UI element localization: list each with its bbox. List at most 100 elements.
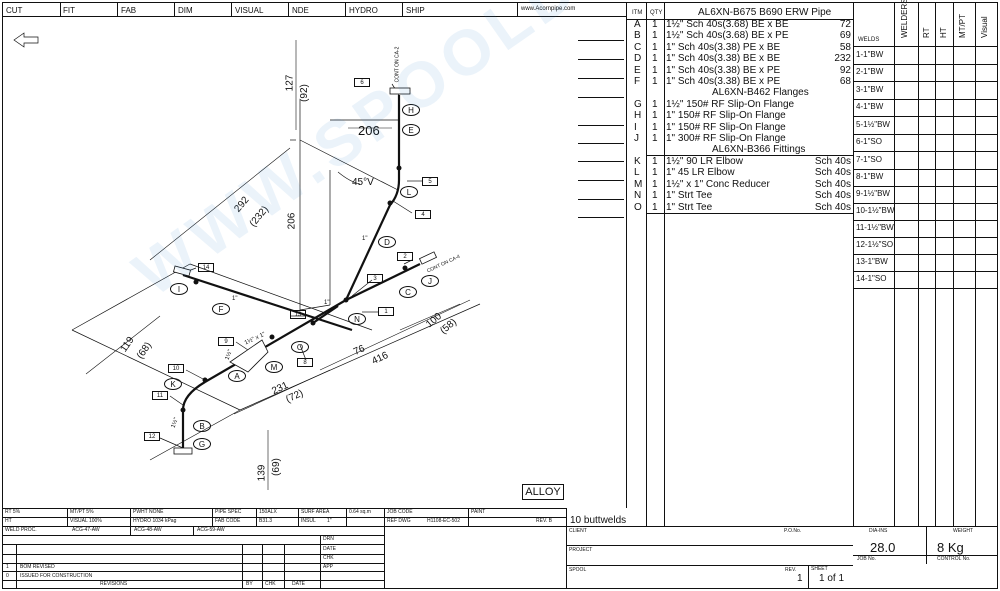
weld-box-14: 14 [198,263,214,272]
surf-area-value: 0.64 sq.m [349,509,371,515]
bom-col-qty: QTY [650,10,663,16]
fab-code-label: FAB CODE [215,518,241,524]
tab-strip-line [2,16,626,17]
hydro-field: HYDRO 1034 kPag [133,518,177,524]
item-circle-l: L [400,186,418,198]
sheet-label: SHEET [811,566,828,572]
weld-box-11: 11 [152,391,168,400]
weld-row: 12-1½"SO [856,240,894,249]
by-label: BY [246,581,253,587]
rev-no-1: 1 [6,564,9,570]
tab-fab[interactable]: FAB [121,6,137,15]
weld-box-5: 5 [422,177,438,186]
tab-visual[interactable]: VISUAL [235,6,264,15]
dim-127: 127 [284,74,296,92]
item-circle-h: H [402,104,420,116]
tab-fit[interactable]: FIT [63,6,75,15]
dia-ins-value: 28.0 [870,540,896,555]
job-code-label: JOB CODE [387,509,413,515]
dim-206-top: 206 [358,123,380,138]
rev-label: REV. [785,567,797,573]
drn-label: DRN [323,536,334,542]
item-circle-c: C [399,286,417,298]
tab-ship[interactable]: SHIP [406,6,425,15]
item-circle-j: J [421,275,439,287]
chk2-label: CHK [265,581,276,587]
size-label-d: 1" [362,236,368,242]
visual-field: VISUAL 100% [70,518,102,524]
col-rt: RT [922,27,931,38]
item-circle-b: B [193,420,211,432]
col-visual: Visual [980,16,989,38]
item-circle-n: N [348,313,366,325]
weld-proc-3: ACG-59-AW [197,527,225,533]
item-circle-a: A [228,370,246,382]
rev-no-0: 0 [6,573,9,579]
weld-row: 8-1"BW [856,172,884,181]
weight-label: WEIGHT [953,528,973,534]
date2-label: DATE [292,581,305,587]
item-circle-k: K [164,378,182,390]
size-label-n: 1" [324,300,330,306]
weld-box-4: 4 [415,210,431,219]
control-no-label: CONTROL No. [937,556,971,562]
item-circle-f: F [212,303,230,315]
app-label: APP [323,564,334,570]
item-circle-o: O [291,341,309,353]
job-no-label: JOB No. [857,556,876,562]
website-text: www.Acornpipe.com [521,6,576,12]
mtpt-field: MT/PT 5% [70,509,94,515]
weld-box-6: 6 [354,78,370,87]
pwht-field: PWHT NONE [133,509,164,515]
flange-i-icon [173,265,191,277]
weld-box-1: 1 [378,307,394,316]
cont-top: CONT ON CA-2 [394,46,401,83]
weld-row: 2-1"BW [856,67,884,76]
weld-box-8: 8 [297,358,313,367]
flange-j-icon [418,251,438,265]
revisions-label: REVISIONS [100,581,128,587]
alloy-stamp: ALLOY [522,484,564,500]
weld-row: 7-1"SO [856,155,882,164]
pipe-spec-value: 150ALX [259,509,277,515]
weld-row: 11-1½"BW [856,223,894,232]
insul-value: 1" [327,518,332,524]
bom-heading-pipe: AL6XN-B675 B690 ERW Pipe [698,7,832,18]
col-ht: HT [939,27,948,38]
size-label-f: 1" [232,296,238,302]
tab-hydro[interactable]: HYDRO [349,6,378,15]
fab-code-value: B31.3 [259,518,273,524]
rev-desc-0: ISSUED FOR CONSTRUCTION [20,573,93,579]
dim-45: 45°V [352,177,374,188]
surf-area-label: SURF AREA [301,509,330,515]
weld-box-3: 3 [367,274,383,283]
buttwelds-count: 10 buttwelds [570,515,627,526]
weld-box-13: 13 [290,310,306,319]
item-circle-i: I [170,283,188,295]
sheet-value: 1 of 1 [819,573,845,584]
tab-nde[interactable]: NDE [292,6,309,15]
weld-row: 6-1"SO [856,137,882,146]
reducer-icon [229,339,269,373]
weld-row: 14-1"SO [856,274,887,283]
pipe-spec-label: PIPE SPEC [215,509,242,515]
tab-dim[interactable]: DIM [178,6,193,15]
dim-206-vert: 206 [286,212,298,230]
isometric-drawing [13,32,481,490]
weld-row: 1-1"BW [856,50,884,59]
tab-cut[interactable]: CUT [6,6,23,15]
paint-label: PAINT [471,509,486,515]
